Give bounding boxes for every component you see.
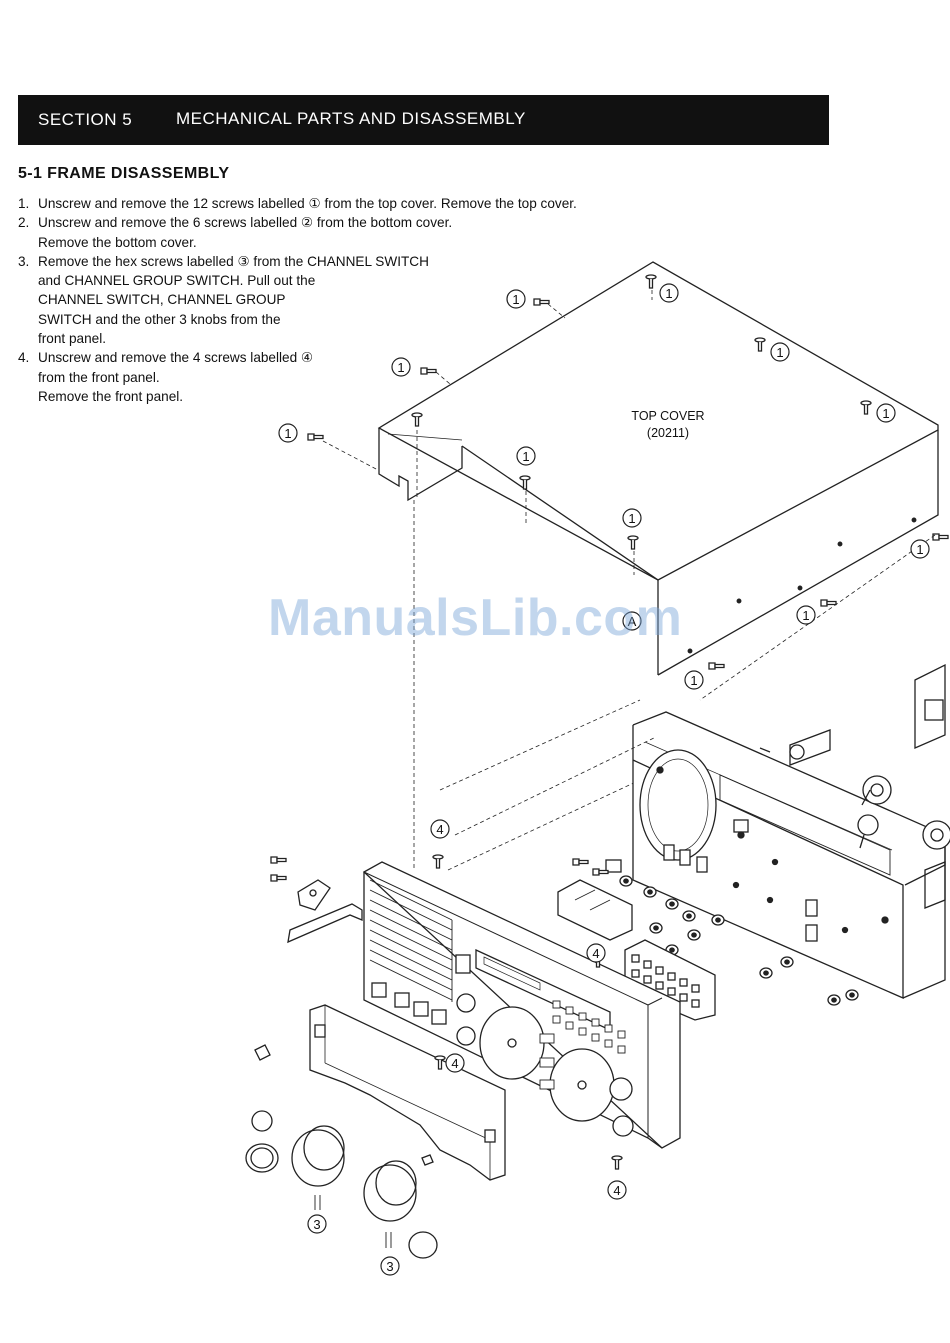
svg-text:1: 1 [916,542,923,557]
callout-4: 4 [586,943,606,963]
callouts-1: 1 1 1 1 1 1 1 1 1 1 1 [278,283,930,690]
step-line: from the front panel. [38,369,160,385]
svg-text:1: 1 [776,345,783,360]
step-line: Remove the hex screws labelled ③ from th… [38,253,429,269]
svg-text:1: 1 [628,511,635,526]
callout-3: 3 [307,1214,327,1234]
svg-text:1: 1 [882,406,889,421]
step-line: front panel. [38,331,107,347]
callout-1: 1 [659,283,679,303]
step-number: 1. [18,196,30,211]
top-cover-part-number: (20211) [647,426,689,440]
svg-text:1: 1 [690,673,697,688]
callout-a: A [622,611,642,631]
top-cover-label: TOP COVER [631,409,704,423]
callout-1: 1 [684,670,704,690]
callout-1: 1 [622,508,642,528]
callout-1: 1 [278,423,298,443]
callout-1: 1 [910,539,930,559]
step-number: 4. [18,350,30,366]
callout-4: 4 [430,819,450,839]
instruction-step-1: 1. Unscrew and remove the 12 screws labe… [18,194,577,213]
svg-text:A: A [628,614,637,629]
step-line: Unscrew and remove the 12 screws labelle… [38,196,577,211]
subsection-title: 5-1 FRAME DISASSEMBLY [18,165,230,182]
section-number: SECTION 5 [38,110,133,129]
step-number: 3. [18,253,30,269]
callout-1: 1 [391,357,411,377]
screw-guide-lines [322,290,936,871]
step-line: Remove the front panel. [38,388,184,404]
svg-text:3: 3 [313,1217,320,1232]
svg-text:1: 1 [284,426,291,441]
callout-1: 1 [876,403,896,423]
callout-1: 1 [516,446,536,466]
switch-assembly [557,858,859,1006]
connector-strip [624,939,716,1021]
callout-3: 3 [380,1256,400,1276]
section-title: MECHANICAL PARTS AND DISASSEMBLY [176,109,526,128]
chassis-frame [632,711,946,999]
svg-text:1: 1 [665,286,672,301]
instruction-step-2: 2. Unscrew and remove the 6 screws label… [18,213,577,252]
control-knobs [245,1044,438,1259]
step-number: 2. [18,215,30,231]
callout-1: 1 [796,605,816,625]
callout-4: 4 [445,1053,465,1073]
svg-text:4: 4 [451,1056,458,1071]
svg-text:1: 1 [512,292,519,307]
top-cover [377,261,939,676]
rear-components [759,663,950,909]
svg-text:4: 4 [592,946,599,961]
instruction-step-3: 3. Remove the hex screws labelled ③ from… [18,252,577,348]
step-line: SWITCH and the other 3 knobs from the [38,311,281,327]
svg-text:1: 1 [397,360,404,375]
callout-4: 4 [607,1180,627,1200]
step-line: and CHANNEL GROUP SWITCH. Pull out the [38,273,316,289]
handle-bracket [270,856,363,944]
step-line: Unscrew and remove the 4 screws labelled… [38,350,314,366]
watermark: ManualsLib.com [268,589,683,647]
svg-text:1: 1 [802,608,809,623]
instruction-list: 1. Unscrew and remove the 12 screws labe… [18,194,577,406]
step-line: Unscrew and remove the 6 screws labelled… [38,215,453,231]
svg-text:4: 4 [436,822,443,837]
callout-1: 1 [770,342,790,362]
front-bezel [309,1004,506,1181]
callout-1: 1 [506,289,526,309]
callouts-4: 4 4 4 4 [430,819,627,1200]
svg-text:4: 4 [613,1183,620,1198]
step-line: Remove the bottom cover. [38,234,197,250]
svg-text:3: 3 [386,1259,393,1274]
instruction-step-4: 4. Unscrew and remove the 4 screws label… [18,348,577,406]
step-line: CHANNEL SWITCH, CHANNEL GROUP [38,292,286,308]
front-panel [362,861,681,1149]
section-header-bar: SECTION 5 MECHANICAL PARTS AND DISASSEMB… [18,95,829,145]
svg-text:1: 1 [522,449,529,464]
callouts-3: 3 3 [307,1214,400,1276]
